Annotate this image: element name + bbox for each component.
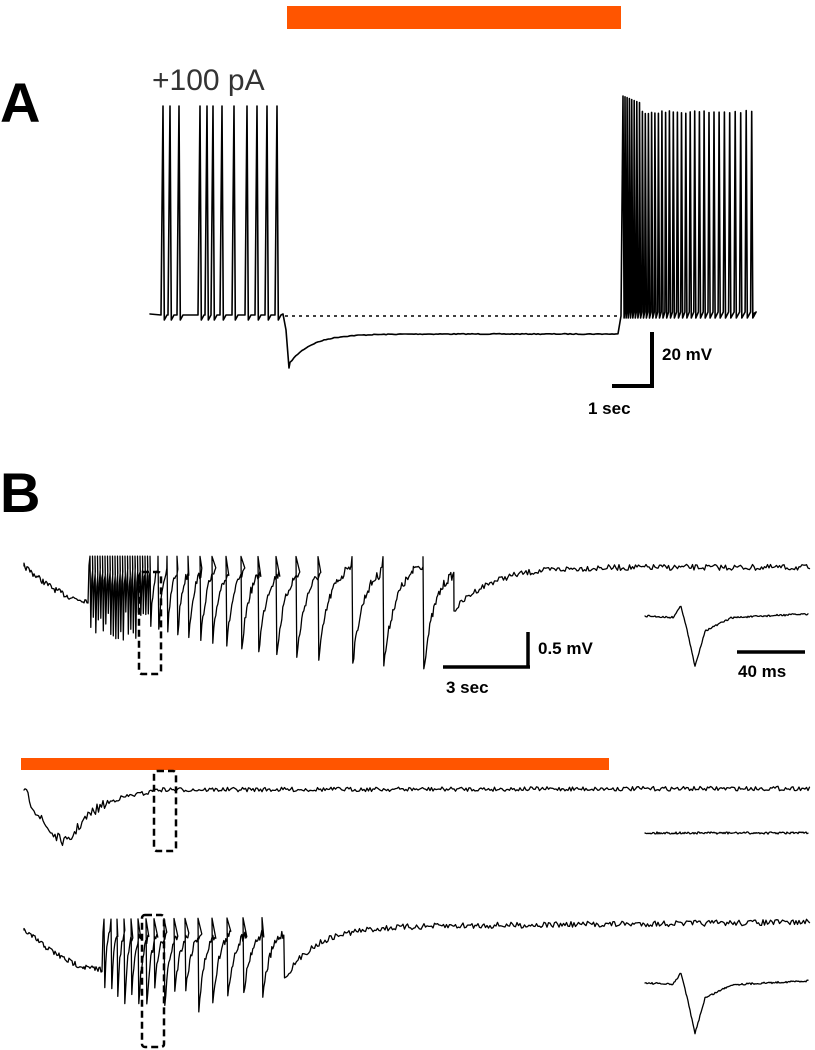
field-potential-trace-control <box>23 555 811 670</box>
membrane-potential-trace-a <box>149 95 757 369</box>
scale-label-time-b: 3 sec <box>446 678 489 697</box>
light-stimulus-bar-b <box>21 758 609 770</box>
inset-trace-light <box>644 831 809 835</box>
selection-box-recovery <box>140 913 166 1049</box>
field-potential-trace-light <box>23 785 811 847</box>
scale-label-voltage-a: 20 mV <box>662 345 713 364</box>
selection-box-light <box>152 769 178 853</box>
inset-spike-trace-recovery <box>644 972 809 1035</box>
inset-spike-trace-control <box>644 605 809 667</box>
scale-label-voltage-b: 0.5 mV <box>538 639 593 658</box>
light-stimulus-bar-a <box>287 6 621 29</box>
panel-label-b: B <box>0 461 40 524</box>
scale-label-inset-time: 40 ms <box>738 662 786 681</box>
field-potential-trace-recovery <box>23 916 811 1013</box>
selection-box-control <box>137 570 163 676</box>
scale-label-time-a: 1 sec <box>588 399 631 418</box>
scale-bar-b <box>443 632 530 669</box>
scale-bar-a <box>612 332 654 388</box>
panel-label-a: A <box>0 71 40 134</box>
stimulus-label: +100 pA <box>152 64 265 97</box>
